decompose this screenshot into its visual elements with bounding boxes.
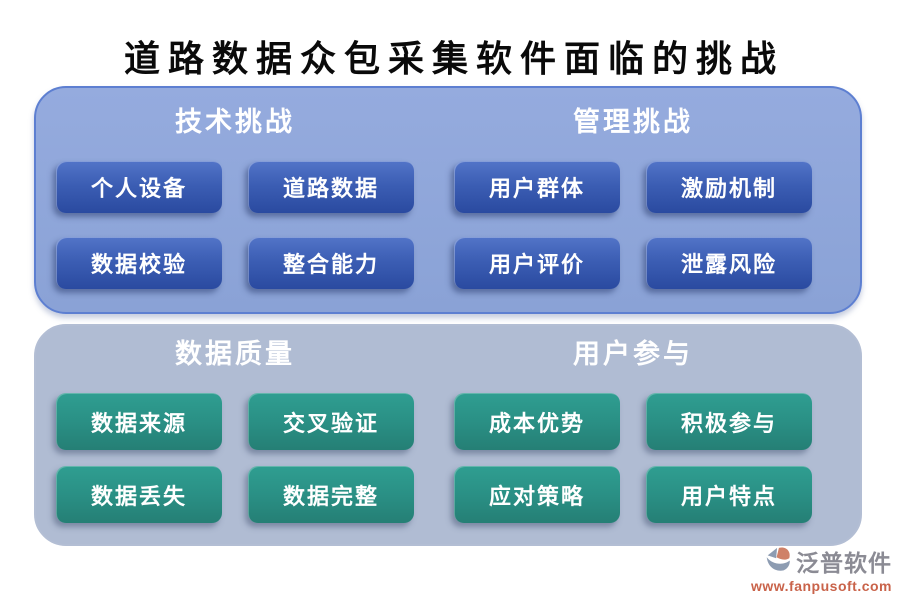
node-active-participation: 积极参与 xyxy=(646,393,812,450)
node-data-integrity: 数据完整 xyxy=(248,466,414,523)
node-data-loss: 数据丢失 xyxy=(56,466,222,523)
section-data-quality: 数据质量 数据来源 交叉验证 数据丢失 数据完整 xyxy=(56,326,414,544)
brand-name: 泛普软件 xyxy=(796,550,892,576)
diagram-title: 道路数据众包采集软件面临的挑战 xyxy=(123,39,784,79)
node-data-source: 数据来源 xyxy=(56,393,222,450)
node-user-evaluation: 用户评价 xyxy=(454,237,620,289)
section-technical-challenges: 技术挑战 个人设备 道路数据 数据校验 整合能力 xyxy=(56,88,414,312)
node-cross-validation: 交叉验证 xyxy=(248,393,414,450)
technical-node-grid: 个人设备 道路数据 数据校验 整合能力 xyxy=(56,161,414,289)
node-data-verification: 数据校验 xyxy=(56,237,222,289)
section-header-data-quality: 数据质量 xyxy=(175,339,295,369)
fanpu-logo-icon xyxy=(762,546,794,576)
section-management-challenges: 管理挑战 用户群体 激励机制 用户评价 泄露风险 xyxy=(454,88,812,312)
panel-quality-participation: 数据质量 数据来源 交叉验证 数据丢失 数据完整 用户参与 成本优势 积极参与 … xyxy=(34,324,862,546)
section-header-user-participation: 用户参与 xyxy=(573,339,693,369)
node-response-strategy: 应对策略 xyxy=(454,466,620,523)
node-personal-device: 个人设备 xyxy=(56,161,222,213)
section-user-participation: 用户参与 成本优势 积极参与 应对策略 用户特点 xyxy=(454,326,812,544)
node-integration-capability: 整合能力 xyxy=(248,237,414,289)
data-quality-node-grid: 数据来源 交叉验证 数据丢失 数据完整 xyxy=(56,393,414,523)
node-user-group: 用户群体 xyxy=(454,161,620,213)
node-road-data: 道路数据 xyxy=(248,161,414,213)
section-header-management: 管理挑战 xyxy=(573,107,693,137)
user-participation-node-grid: 成本优势 积极参与 应对策略 用户特点 xyxy=(454,393,812,523)
node-user-characteristics: 用户特点 xyxy=(646,466,812,523)
node-incentive-mechanism: 激励机制 xyxy=(646,161,812,213)
section-header-technical: 技术挑战 xyxy=(175,107,295,137)
panel-challenges: 技术挑战 个人设备 道路数据 数据校验 整合能力 管理挑战 用户群体 激励机制 … xyxy=(34,86,862,314)
management-node-grid: 用户群体 激励机制 用户评价 泄露风险 xyxy=(454,161,812,289)
brand-footer: 泛普软件 www.fanpusoft.com xyxy=(751,544,892,594)
node-leak-risk: 泄露风险 xyxy=(646,237,812,289)
node-cost-advantage: 成本优势 xyxy=(454,393,620,450)
brand-website: www.fanpusoft.com xyxy=(751,578,892,594)
